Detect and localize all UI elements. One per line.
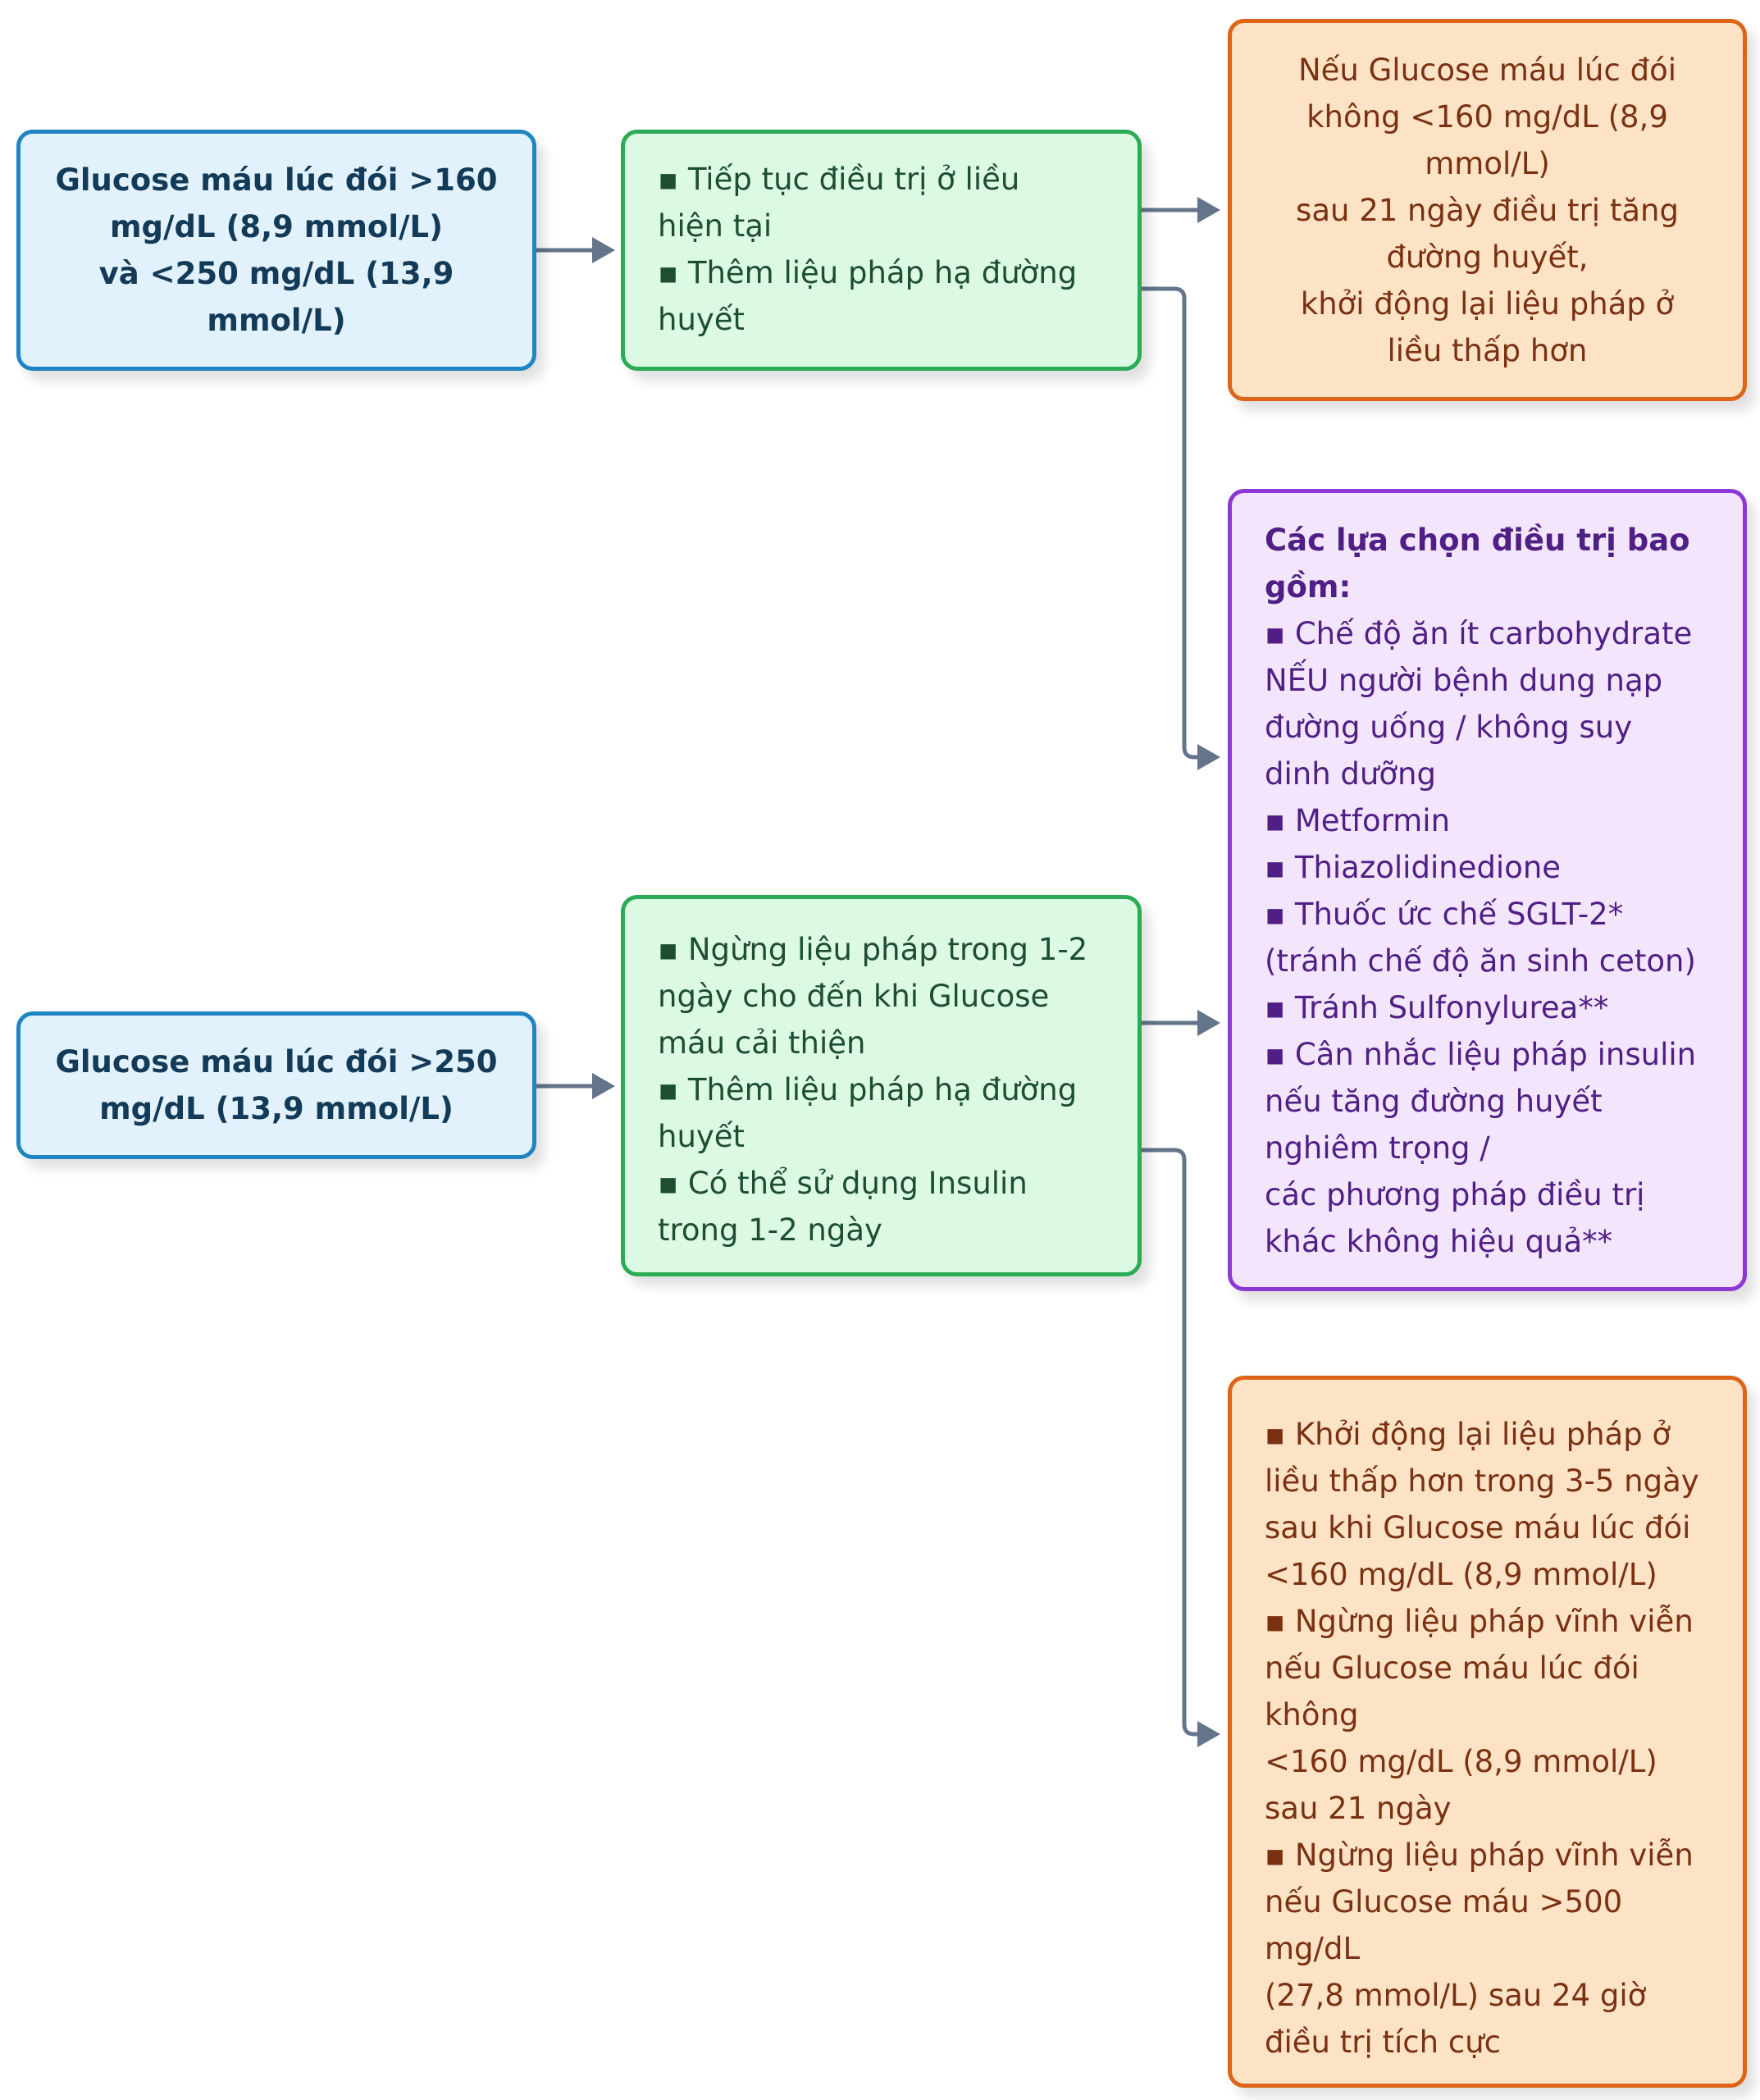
node-text-line: ▪ Chế độ ăn ít carbohydrate [1265, 616, 1693, 651]
node-text-line: và <250 mg/dL (13,9 [98, 256, 454, 291]
node-text-line: ▪ Thêm liệu pháp hạ đường [658, 255, 1078, 290]
node-text-line: (27,8 mmol/L) sau 24 giờ [1265, 1978, 1647, 2013]
node-text-line: NẾU người bệnh dung nạp [1265, 663, 1663, 698]
node-text-line: ▪ Thuốc ức chế SGLT-2* [1265, 897, 1624, 932]
outcome-node-restart-lower-dose: Nếu Glucose máu lúc đói không <160 mg/dL… [1228, 19, 1747, 401]
node-text-line: mmol/L) [1425, 145, 1550, 181]
node-text-line: không <160 mg/dL (8,9 [1306, 98, 1668, 135]
treatment-options-title: gồm: [1265, 569, 1352, 605]
node-text-line: <160 mg/dL (8,9 mmol/L) [1265, 1557, 1657, 1592]
arrowhead [592, 237, 615, 263]
node-text-line: ▪ Ngừng liệu pháp vĩnh viễn [1265, 1838, 1694, 1873]
node-text-line: huyết [658, 1119, 745, 1154]
treatment-options-node: Các lựa chọn điều trị bao gồm: ▪ Chế độ … [1228, 489, 1747, 1291]
connector-action-b-to-outcome-b [1142, 1148, 1199, 1737]
node-text-line: Glucose máu lúc đói >250 [55, 1044, 498, 1080]
node-text-line: khác không hiệu quả** [1265, 1224, 1613, 1259]
node-text-line: ▪ Ngừng liệu pháp trong 1-2 [658, 932, 1088, 967]
arrowhead [1197, 744, 1220, 770]
node-text-line: liều thấp hơn [1387, 332, 1588, 368]
arrowhead [1197, 197, 1220, 223]
action-node-continue-therapy: ▪ Tiếp tục điều trị ở liều hiện tại ▪ Th… [621, 130, 1142, 371]
condition-node-fasting-160-250: Glucose máu lúc đói >160 mg/dL (8,9 mmol… [16, 130, 536, 371]
node-text-line: mmol/L) [207, 303, 346, 338]
node-text-line: huyết [658, 302, 745, 337]
node-text-line: Glucose máu lúc đói >160 [55, 162, 498, 198]
node-text-line: nếu tăng đường huyết [1265, 1084, 1603, 1119]
node-text-line: ngày cho đến khi Glucose [658, 979, 1050, 1014]
node-text-line: (tránh chế độ ăn sinh ceton) [1265, 943, 1696, 979]
node-text-line: ▪ Khởi động lại liệu pháp ở [1265, 1417, 1671, 1452]
node-text-line: hiện tại [658, 208, 773, 244]
node-text-line: mg/dL [1265, 1931, 1361, 1966]
node-text-line: đường huyết, [1386, 239, 1589, 275]
node-text-line: sau 21 ngày [1265, 1791, 1452, 1826]
node-text-line: Nếu Glucose máu lúc đói [1297, 52, 1676, 88]
node-text-line: <160 mg/dL (8,9 mmol/L) [1265, 1744, 1657, 1779]
arrowhead [592, 1073, 615, 1099]
condition-node-fasting-over-250: Glucose máu lúc đói >250 mg/dL (13,9 mmo… [16, 1011, 536, 1159]
node-text-line: mg/dL (13,9 mmol/L) [99, 1091, 454, 1126]
node-text-line: đường uống / không suy [1265, 710, 1633, 745]
node-text-line: ▪ Có thể sử dụng Insulin [658, 1166, 1028, 1201]
arrowhead [1197, 1721, 1220, 1747]
node-text-line: ▪ Cân nhắc liệu pháp insulin [1265, 1037, 1697, 1072]
node-text-line: máu cải thiện [658, 1025, 866, 1061]
node-text-line: nếu Glucose máu >500 [1265, 1884, 1623, 1920]
node-text-line: nghiêm trọng / [1265, 1130, 1490, 1166]
node-text-line: liều thấp hơn trong 3-5 ngày [1265, 1463, 1699, 1499]
node-text-line: dinh dưỡng [1265, 756, 1436, 792]
node-text-line: ▪ Thiazolidinedione [1265, 850, 1562, 885]
node-text-line: trong 1-2 ngày [658, 1212, 882, 1248]
node-text-line: sau khi Glucose máu lúc đói [1265, 1510, 1691, 1545]
connector-action-a-to-treatment-options [1142, 286, 1199, 760]
node-text-line: ▪ Thêm liệu pháp hạ đường [658, 1072, 1078, 1107]
outcome-node-restart-or-stop: ▪ Khởi động lại liệu pháp ở liều thấp hơ… [1228, 1376, 1747, 2088]
node-text-line: mg/dL (8,9 mmol/L) [109, 209, 444, 244]
node-text-line: không [1265, 1697, 1359, 1732]
arrowhead [1197, 1010, 1220, 1036]
node-text-line: ▪ Tránh Sulfonylurea** [1265, 990, 1609, 1025]
action-node-pause-therapy: ▪ Ngừng liệu pháp trong 1-2 ngày cho đến… [621, 895, 1142, 1276]
node-text-line: khởi động lại liệu pháp ở [1300, 285, 1675, 322]
node-text-line: sau 21 ngày điều trị tăng [1296, 192, 1679, 228]
node-text-line: ▪ Metformin [1265, 803, 1451, 838]
node-text-line: điều trị tích cực [1265, 2025, 1501, 2060]
node-text-line: nếu Glucose máu lúc đói [1265, 1650, 1639, 1686]
node-text-line: ▪ Tiếp tục điều trị ở liều [658, 162, 1020, 197]
node-text-line: các phương pháp điều trị [1265, 1177, 1645, 1212]
node-text-line: ▪ Ngừng liệu pháp vĩnh viễn [1265, 1604, 1694, 1639]
treatment-options-title: Các lựa chọn điều trị bao [1265, 523, 1690, 558]
